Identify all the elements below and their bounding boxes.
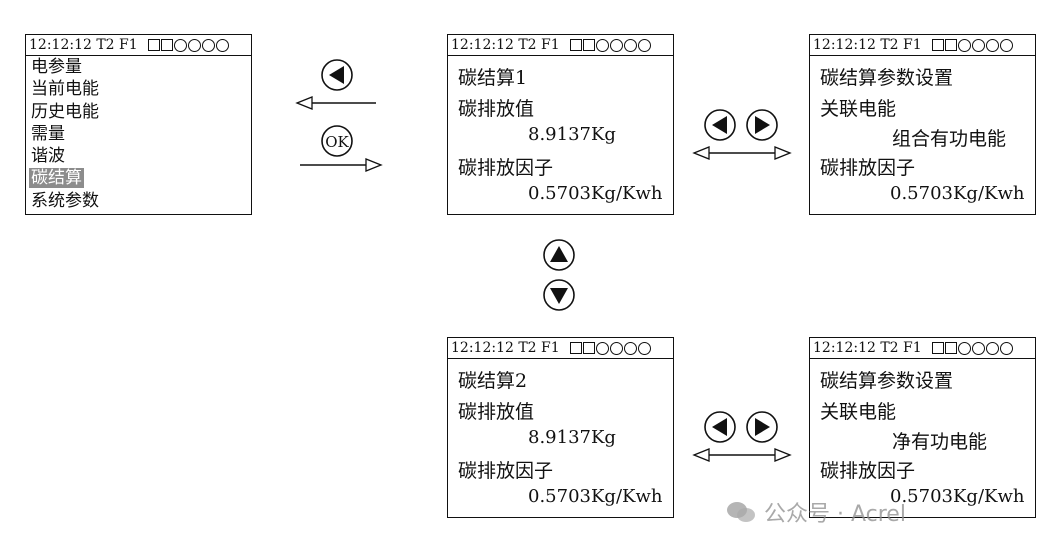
ok-key-icon[interactable]: OK xyxy=(321,125,353,157)
left-key-icon[interactable] xyxy=(704,109,736,141)
double-arrow xyxy=(692,448,792,462)
menu-item-current-energy[interactable]: 当前电能 xyxy=(31,79,99,100)
wechat-icon xyxy=(727,502,755,522)
menu-item-demand[interactable]: 需量 xyxy=(31,123,65,144)
circle-indicator-icon xyxy=(609,38,623,52)
status-indicators xyxy=(569,341,652,355)
square-indicator-icon xyxy=(569,39,582,51)
menu-item-electrical-params[interactable]: 电参量 xyxy=(31,57,82,77)
emission-value: 8.9137Kg xyxy=(528,427,616,448)
circle-indicator-icon xyxy=(201,38,215,52)
factor-value: 0.5703Kg/Kwh xyxy=(528,183,663,204)
watermark: 公众号 · Acrel xyxy=(726,496,906,528)
double-arrow xyxy=(692,146,792,160)
status-bar: 12:12:12 T2 F1 xyxy=(448,338,673,359)
circle-indicator-icon xyxy=(215,38,229,52)
square-indicator-icon xyxy=(944,342,957,354)
circle-indicator-icon xyxy=(971,341,985,355)
link-label: 关联电能 xyxy=(820,401,897,423)
circle-indicator-icon xyxy=(173,38,187,52)
factor-label: 碳排放因子 xyxy=(820,157,916,179)
left-key-icon[interactable] xyxy=(704,411,736,443)
status-bar: 12:12:12 T2 F1 xyxy=(810,35,1035,56)
square-indicator-icon xyxy=(931,342,944,354)
emission-label: 碳排放值 xyxy=(458,401,535,423)
circle-indicator-icon xyxy=(595,341,609,355)
status-time: 12:12:12 T2 F1 xyxy=(451,37,560,53)
status-indicators xyxy=(931,341,1014,355)
circle-indicator-icon xyxy=(595,38,609,52)
back-arrow xyxy=(295,96,376,110)
square-indicator-icon xyxy=(582,39,595,51)
menu-item-carbon-settlement[interactable]: 碳结算 xyxy=(29,168,84,189)
carbon1-screen: 12:12:12 T2 F1 碳结算1 碳排放值 8.9137Kg 碳排放因子 … xyxy=(447,34,674,215)
right-key-icon[interactable] xyxy=(746,411,778,443)
status-indicators xyxy=(569,38,652,52)
circle-indicator-icon xyxy=(623,341,637,355)
link-value[interactable]: 净有功电能 xyxy=(892,431,988,453)
square-indicator-icon xyxy=(944,39,957,51)
circle-indicator-icon xyxy=(609,341,623,355)
circle-indicator-icon xyxy=(623,38,637,52)
carbon2-screen: 12:12:12 T2 F1 碳结算2 碳排放值 8.9137Kg 碳排放因子 … xyxy=(447,337,674,518)
right-key-icon[interactable] xyxy=(746,109,778,141)
settings1-screen: 12:12:12 T2 F1 碳结算参数设置 关联电能 组合有功电能 碳排放因子… xyxy=(809,34,1036,215)
screen-title: 碳结算参数设置 xyxy=(820,67,954,89)
square-indicator-icon xyxy=(569,342,582,354)
status-indicators xyxy=(147,38,230,52)
main-menu: 电参量 当前电能 历史电能 需量 谐波 碳结算 系统参数 xyxy=(26,56,251,212)
factor-label: 碳排放因子 xyxy=(820,460,916,482)
screen-title: 碳结算2 xyxy=(458,370,528,392)
circle-indicator-icon xyxy=(957,341,971,355)
screen-title: 碳结算参数设置 xyxy=(820,370,954,392)
factor-value: 0.5703Kg/Kwh xyxy=(528,486,663,507)
menu-screen: 12:12:12 T2 F1 电参量 当前电能 历史电能 需量 谐波 碳结算 系… xyxy=(25,34,252,215)
link-value[interactable]: 组合有功电能 xyxy=(892,128,1007,150)
square-indicator-icon xyxy=(147,39,160,51)
watermark-text: 公众号 · Acrel xyxy=(764,502,906,527)
circle-indicator-icon xyxy=(999,38,1013,52)
status-bar: 12:12:12 T2 F1 xyxy=(448,35,673,56)
emission-value: 8.9137Kg xyxy=(528,124,616,145)
square-indicator-icon xyxy=(582,342,595,354)
status-bar: 12:12:12 T2 F1 xyxy=(26,35,251,56)
forward-arrow xyxy=(300,158,383,172)
circle-indicator-icon xyxy=(971,38,985,52)
factor-value[interactable]: 0.5703Kg/Kwh xyxy=(890,486,1025,507)
left-key-icon[interactable] xyxy=(321,59,353,91)
settings2-screen: 12:12:12 T2 F1 碳结算参数设置 关联电能 净有功电能 碳排放因子 … xyxy=(809,337,1036,518)
factor-label: 碳排放因子 xyxy=(458,157,554,179)
screen-title: 碳结算1 xyxy=(458,67,528,89)
circle-indicator-icon xyxy=(999,341,1013,355)
status-time: 12:12:12 T2 F1 xyxy=(451,340,560,356)
circle-indicator-icon xyxy=(187,38,201,52)
factor-value[interactable]: 0.5703Kg/Kwh xyxy=(890,183,1025,204)
status-bar: 12:12:12 T2 F1 xyxy=(810,338,1035,359)
up-key-icon[interactable] xyxy=(543,239,575,271)
circle-indicator-icon xyxy=(985,38,999,52)
circle-indicator-icon xyxy=(637,341,651,355)
link-label: 关联电能 xyxy=(820,98,897,120)
status-time: 12:12:12 T2 F1 xyxy=(813,37,922,53)
emission-label: 碳排放值 xyxy=(458,98,535,120)
menu-item-harmonics[interactable]: 谐波 xyxy=(31,146,65,167)
square-indicator-icon xyxy=(931,39,944,51)
factor-label: 碳排放因子 xyxy=(458,460,554,482)
status-time: 12:12:12 T2 F1 xyxy=(29,37,138,53)
circle-indicator-icon xyxy=(957,38,971,52)
circle-indicator-icon xyxy=(637,38,651,52)
status-time: 12:12:12 T2 F1 xyxy=(813,340,922,356)
status-indicators xyxy=(931,38,1014,52)
down-key-icon[interactable] xyxy=(543,279,575,311)
ok-key-label: OK xyxy=(325,133,349,151)
menu-item-system-params[interactable]: 系统参数 xyxy=(31,190,99,211)
circle-indicator-icon xyxy=(985,341,999,355)
menu-item-history-energy[interactable]: 历史电能 xyxy=(31,101,99,122)
square-indicator-icon xyxy=(160,39,173,51)
